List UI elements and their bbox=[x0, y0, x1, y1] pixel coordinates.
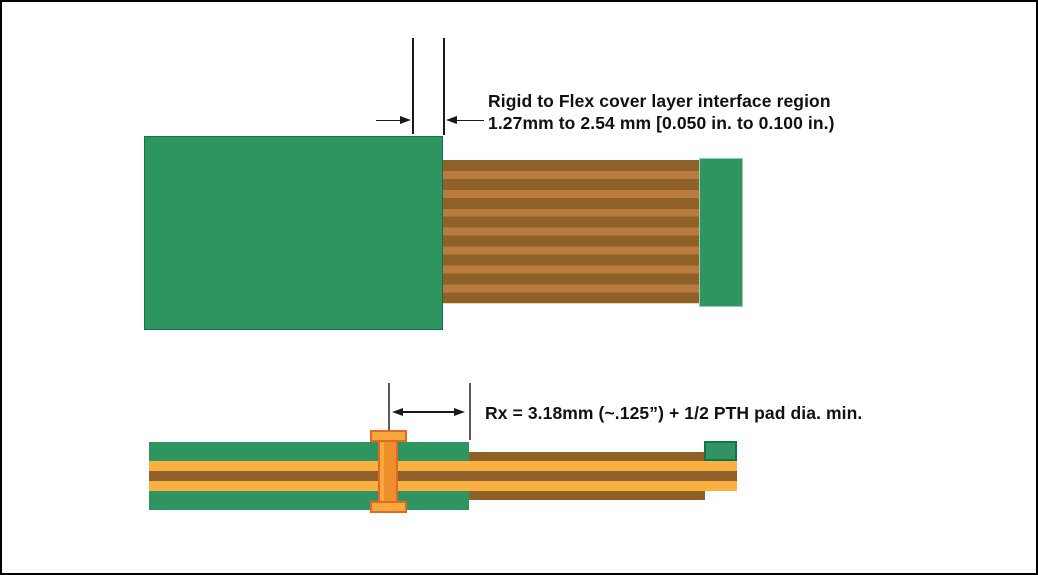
pth-barrel bbox=[378, 441, 398, 503]
top-annotation: Rigid to Flex cover layer interface regi… bbox=[488, 90, 835, 134]
witness-line-right bbox=[443, 38, 445, 135]
tip-stiffener bbox=[704, 441, 737, 461]
flex-ribbon bbox=[443, 160, 699, 304]
rigid-board bbox=[144, 136, 443, 330]
flex-end-stiffener bbox=[699, 158, 743, 307]
coverlay-bottom bbox=[469, 491, 705, 500]
pth-pad-bottom bbox=[370, 501, 407, 513]
rigid-green-layer-bottom bbox=[149, 491, 469, 510]
copper-layer-bottom bbox=[149, 481, 737, 491]
coverlay-top bbox=[469, 452, 705, 461]
witness-line-left bbox=[412, 38, 414, 134]
rigid-green-layer-top bbox=[149, 442, 469, 461]
section-annotation: Rx = 3.18mm (~.125”) + 1/2 PTH pad dia. … bbox=[485, 403, 863, 423]
dimension-arrow-shaft bbox=[376, 119, 402, 121]
witness-line-pth-center bbox=[388, 383, 390, 430]
pth-pad-top bbox=[370, 430, 407, 442]
top-annotation-line1: Rigid to Flex cover layer interface regi… bbox=[488, 91, 831, 111]
copper-layer-top bbox=[149, 461, 737, 471]
witness-line-rigid-edge bbox=[469, 383, 471, 440]
dimension-arrow-right-icon bbox=[400, 116, 411, 124]
dimension-arrow-left-icon bbox=[446, 116, 457, 124]
dimension-double-arrow-icon bbox=[392, 407, 403, 416]
dimension-arrow-shaft bbox=[401, 411, 456, 413]
core-layer bbox=[149, 471, 737, 481]
dimension-arrow-shaft bbox=[456, 119, 484, 121]
dimension-double-arrow-icon bbox=[454, 407, 465, 416]
top-annotation-line2: 1.27mm to 2.54 mm [0.050 in. to 0.100 in… bbox=[488, 113, 835, 133]
